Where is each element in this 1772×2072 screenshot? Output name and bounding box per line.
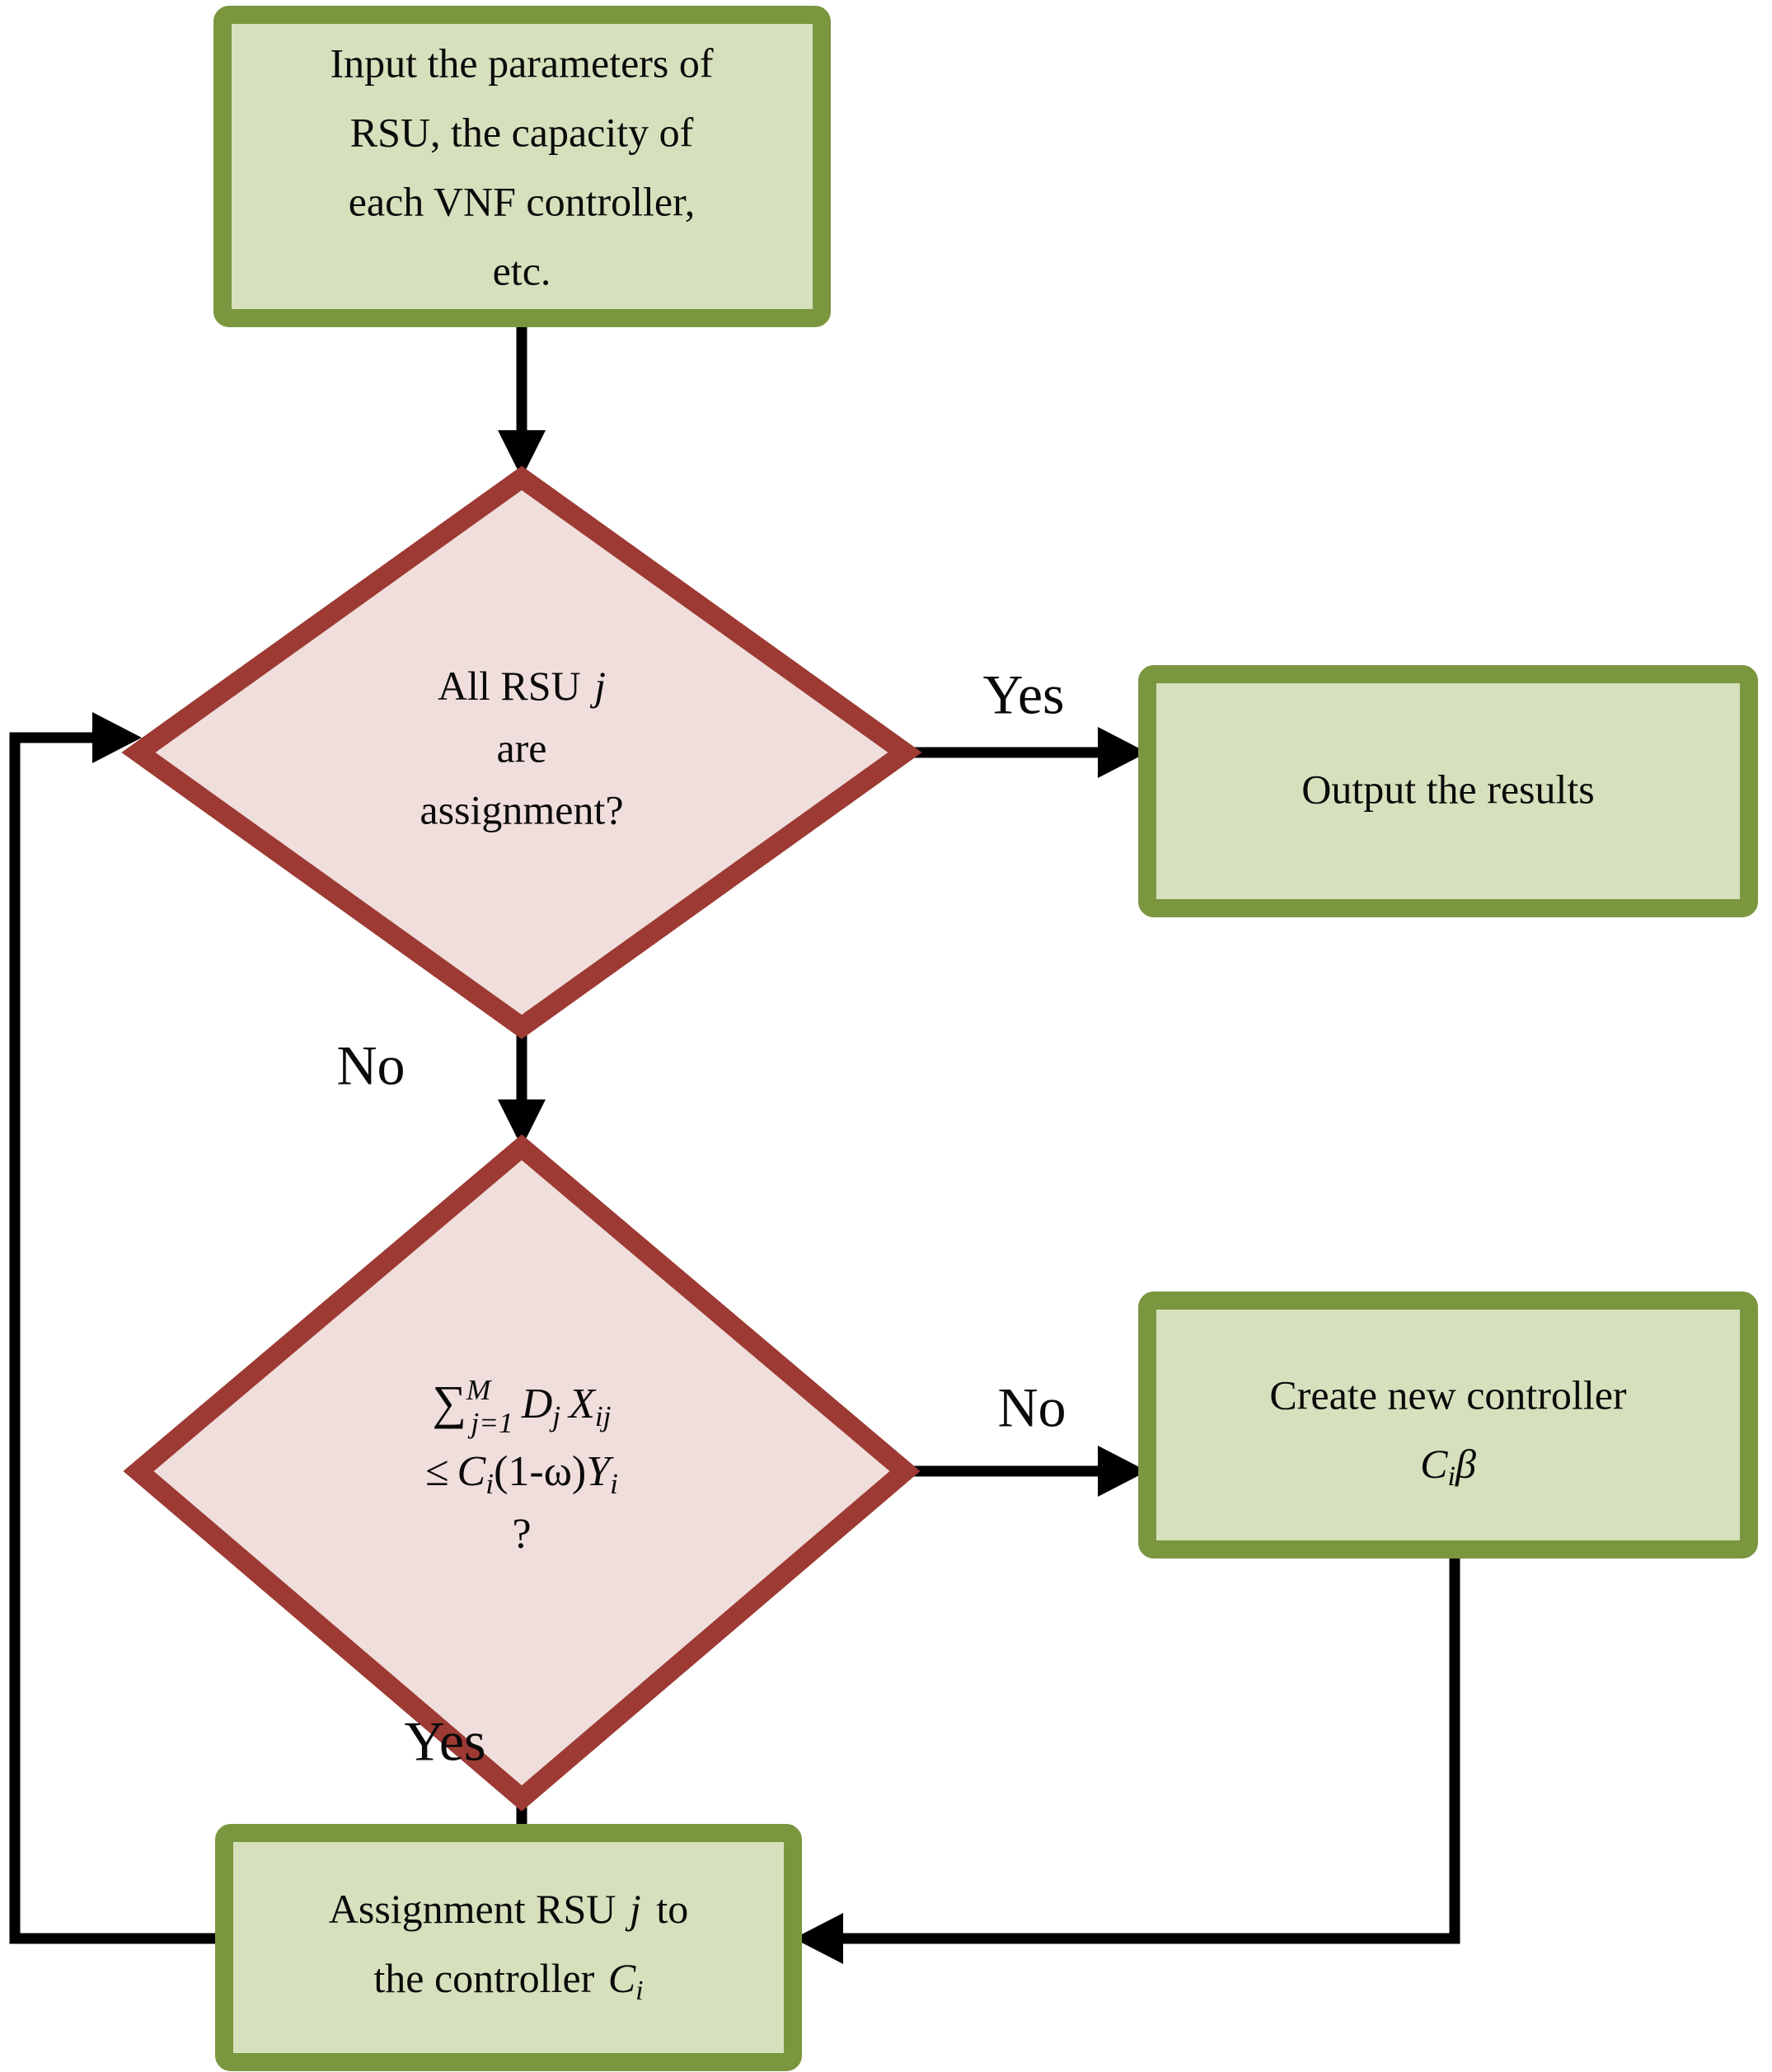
assignment-line-2: the controller Ci bbox=[373, 1955, 643, 2005]
node-assignment[interactable]: Assignment RSU j to the controller Ci bbox=[215, 1824, 802, 2071]
decision2-formula-line-2: ≤Ci(1-ω)Yi bbox=[425, 1448, 618, 1500]
edge-decision2-no bbox=[905, 1446, 1147, 1497]
input-line-1: Input the parameters of bbox=[330, 40, 713, 86]
decision1-line-1: All RSU j bbox=[438, 663, 606, 709]
decision1-line-2: are bbox=[496, 724, 546, 771]
assignment-box-shape bbox=[215, 1824, 802, 2071]
create-controller-line-2: Ciβ bbox=[1420, 1441, 1476, 1491]
create-controller-line-1: Create new controller bbox=[1269, 1371, 1626, 1418]
input-line-4: etc. bbox=[493, 247, 551, 293]
edge-decision1-yes bbox=[902, 727, 1147, 778]
edge-input-to-decision1 bbox=[498, 318, 546, 478]
edge-label-no-decision2: No bbox=[336, 1034, 405, 1097]
edge-decision1-no bbox=[498, 1027, 546, 1147]
edge-label-no-create: No bbox=[997, 1376, 1066, 1439]
output-line-1: Output the results bbox=[1301, 766, 1595, 812]
decision-capacity-shape bbox=[123, 1134, 921, 1812]
input-line-3: each VNF controller, bbox=[349, 178, 696, 224]
assignment-line-1: Assignment RSU j to bbox=[329, 1886, 688, 1932]
edge-create-to-assignment bbox=[794, 1549, 1460, 1964]
output-box-shape bbox=[1138, 665, 1758, 917]
edge-label-yes-assignment: Yes bbox=[405, 1710, 486, 1773]
decision-all-assigned-shape bbox=[121, 466, 922, 1039]
decision2-formula-line-3: ? bbox=[512, 1511, 531, 1558]
node-input-parameters[interactable]: Input the parameters of RSU, the capacit… bbox=[213, 6, 831, 327]
edge-assignment-feedback bbox=[9, 712, 224, 1944]
node-output-results[interactable]: Output the results bbox=[1138, 665, 1758, 917]
create-controller-box-shape bbox=[1138, 1291, 1758, 1559]
node-decision-all-assigned[interactable]: All RSU j are assignment? bbox=[121, 466, 922, 1039]
node-create-controller[interactable]: Create new controller Ciβ bbox=[1138, 1291, 1758, 1559]
decision1-line-3: assignment? bbox=[420, 786, 623, 832]
input-box-shape bbox=[213, 6, 831, 327]
edge-label-yes-output: Yes bbox=[983, 663, 1065, 726]
input-line-2: RSU, the capacity of bbox=[350, 109, 694, 155]
